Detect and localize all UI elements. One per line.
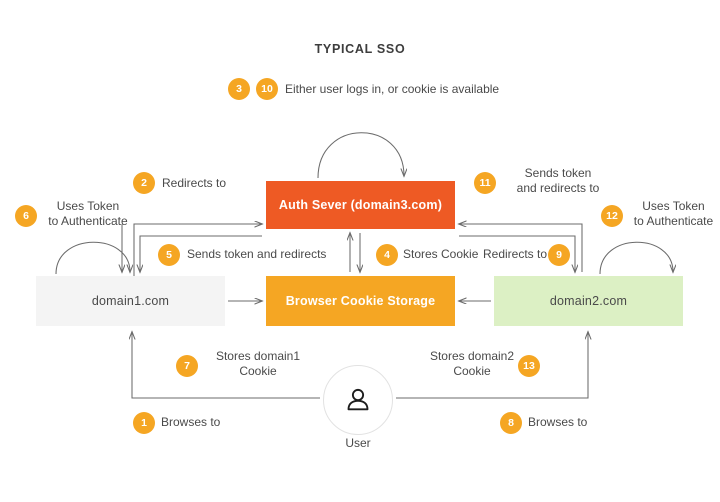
step-badge-10: 10 bbox=[256, 78, 278, 100]
node-domain1[interactable]: domain1.com bbox=[36, 276, 225, 326]
caption-stores-domain1-cookie: Stores domain1 Cookie bbox=[215, 349, 301, 378]
caption-uses-token-left: Uses Token to Authenticate bbox=[48, 199, 128, 228]
step-badge-9: 9 bbox=[548, 244, 570, 266]
step-badge-11: 11 bbox=[474, 172, 496, 194]
caption-sends-token-and-redirects-to: Sends token and redirects to bbox=[516, 166, 600, 195]
caption-stores-cookie: Stores Cookie bbox=[403, 247, 479, 261]
step-badge-2: 2 bbox=[133, 172, 155, 194]
step-badge-13: 13 bbox=[518, 355, 540, 377]
caption-browses-to-right: Browses to bbox=[528, 415, 588, 429]
node-auth-server-label: Auth Sever (domain3.com) bbox=[278, 198, 443, 212]
step-badge-3: 3 bbox=[228, 78, 250, 100]
node-domain2[interactable]: domain2.com bbox=[494, 276, 683, 326]
caption-stores-domain2-cookie: Stores domain2 Cookie bbox=[429, 349, 515, 378]
page-title: TYPICAL SSO bbox=[314, 42, 406, 56]
step-badge-8: 8 bbox=[500, 412, 522, 434]
user-icon bbox=[347, 388, 369, 411]
caption-login-or-cookie: Either user logs in, or cookie is availa… bbox=[285, 82, 500, 96]
node-user[interactable] bbox=[323, 365, 393, 435]
caption-browses-to-left: Browses to bbox=[161, 415, 221, 429]
step-badge-6: 6 bbox=[15, 205, 37, 227]
step-badge-5: 5 bbox=[158, 244, 180, 266]
node-auth-server[interactable]: Auth Sever (domain3.com) bbox=[266, 181, 455, 229]
caption-uses-token-right: Uses Token to Authenticate bbox=[633, 199, 714, 228]
wire-auth-self-loop bbox=[317, 132, 404, 179]
caption-sends-token-and-redirects: Sends token and redirects bbox=[187, 247, 327, 261]
wire-6-domain1-self-loop bbox=[55, 241, 130, 275]
step-badge-1: 1 bbox=[133, 412, 155, 434]
wire-12-domain2-self-loop bbox=[599, 241, 673, 275]
node-domain1-label: domain1.com bbox=[91, 294, 170, 308]
node-browser-cookie-storage-label: Browser Cookie Storage bbox=[285, 294, 436, 308]
step-badge-7: 7 bbox=[176, 355, 198, 377]
step-badge-12: 12 bbox=[601, 205, 623, 227]
caption-redirects-to-right: Redirects to bbox=[483, 247, 548, 261]
node-domain2-label: domain2.com bbox=[549, 294, 628, 308]
caption-redirects-to-left: Redirects to bbox=[162, 176, 227, 190]
node-browser-cookie-storage[interactable]: Browser Cookie Storage bbox=[266, 276, 455, 326]
step-badge-4: 4 bbox=[376, 244, 398, 266]
node-user-label: User bbox=[345, 436, 371, 450]
